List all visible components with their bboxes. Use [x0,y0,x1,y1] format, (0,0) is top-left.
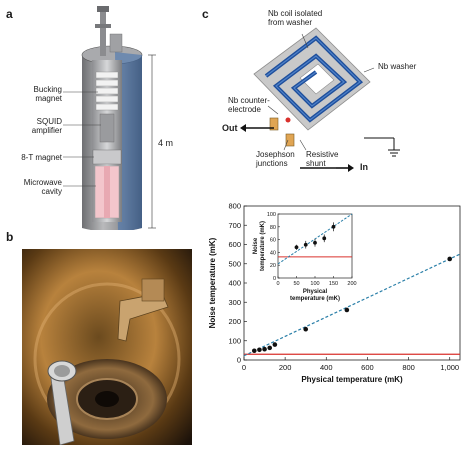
microwave-cavity-label: Microwave cavity [23,178,62,196]
data-point [262,346,267,352]
y-tick-label: 200 [228,317,241,326]
x-tick-label: 600 [361,363,374,372]
inset-data-point [322,236,327,241]
cavity-photograph [22,249,192,445]
bucking-magnet-label: Bucking magnet [33,85,62,103]
data-point [267,345,273,351]
x-axis-label: Physical temperature (mK) [301,375,403,384]
out-label: Out [222,123,238,133]
josephson-junctions-label: Josephson junctions [256,150,295,168]
inset-x-tick-label: 150 [329,281,338,287]
inset-data-point [303,242,308,247]
inset-x-tick-label: 100 [310,281,319,287]
panel-label-c: c [202,7,209,21]
y-tick-label: 0 [237,356,241,365]
squid-schematic [240,27,400,172]
resistive-shunt-label: Resistive shunt [306,150,339,168]
data-point [251,348,257,354]
bucking-magnet-coils [95,71,119,111]
nb-coil-label: Nb coil isolated from washer [268,9,323,27]
inset-x-tick-label: 0 [276,281,279,287]
inset-y-tick-label: 60 [270,238,276,244]
data-point [272,342,278,347]
x-tick-label: 0 [242,363,246,372]
inset-x-tick-label: 50 [293,281,299,287]
x-tick-label: 800 [402,363,415,372]
inset-fit-line [277,213,353,265]
inset-y-tick-label: 20 [270,263,276,269]
data-point [447,256,453,262]
panel-label-a: a [6,7,13,21]
y-tick-label: 100 [228,336,241,345]
x-tick-label: 1,000 [440,363,459,372]
y-tick-label: 500 [228,259,241,268]
inset-y-tick-label: 100 [267,212,276,218]
inset-y-tick-label: 40 [270,250,276,256]
inset-y-axis-label: Noisetemperature (mK) [253,221,266,271]
inset-y-tick-label: 0 [273,276,276,282]
panel-label-b: b [6,230,14,244]
inset-data-point [331,224,336,229]
squid-amplifier-label: SQUID amplifier [31,117,62,135]
data-point [344,307,350,313]
counter-electrode-label: Nb counter- electrode [228,96,270,114]
inset-data-point [313,240,317,245]
y-tick-label: 600 [228,240,241,249]
y-tick-label: 300 [228,298,241,307]
inset-x-tick-label: 200 [347,281,356,287]
y-tick-label: 700 [228,221,241,230]
x-tick-label: 200 [279,363,292,372]
y-tick-label: 800 [228,202,241,211]
x-tick-label: 400 [320,363,333,372]
height-label: 4 m [158,138,174,148]
nb-washer-label: Nb washer [378,62,417,71]
inset-data-point [294,245,299,250]
y-axis-label: Noise temperature (mK) [208,237,217,328]
data-point [257,347,262,353]
in-label: In [360,162,368,172]
data-point [303,326,309,332]
inset-y-tick-label: 80 [270,225,276,231]
y-tick-label: 400 [228,279,241,288]
cryostat-illustration [63,6,156,230]
magnet-8t-label: 8-T magnet [21,153,62,162]
